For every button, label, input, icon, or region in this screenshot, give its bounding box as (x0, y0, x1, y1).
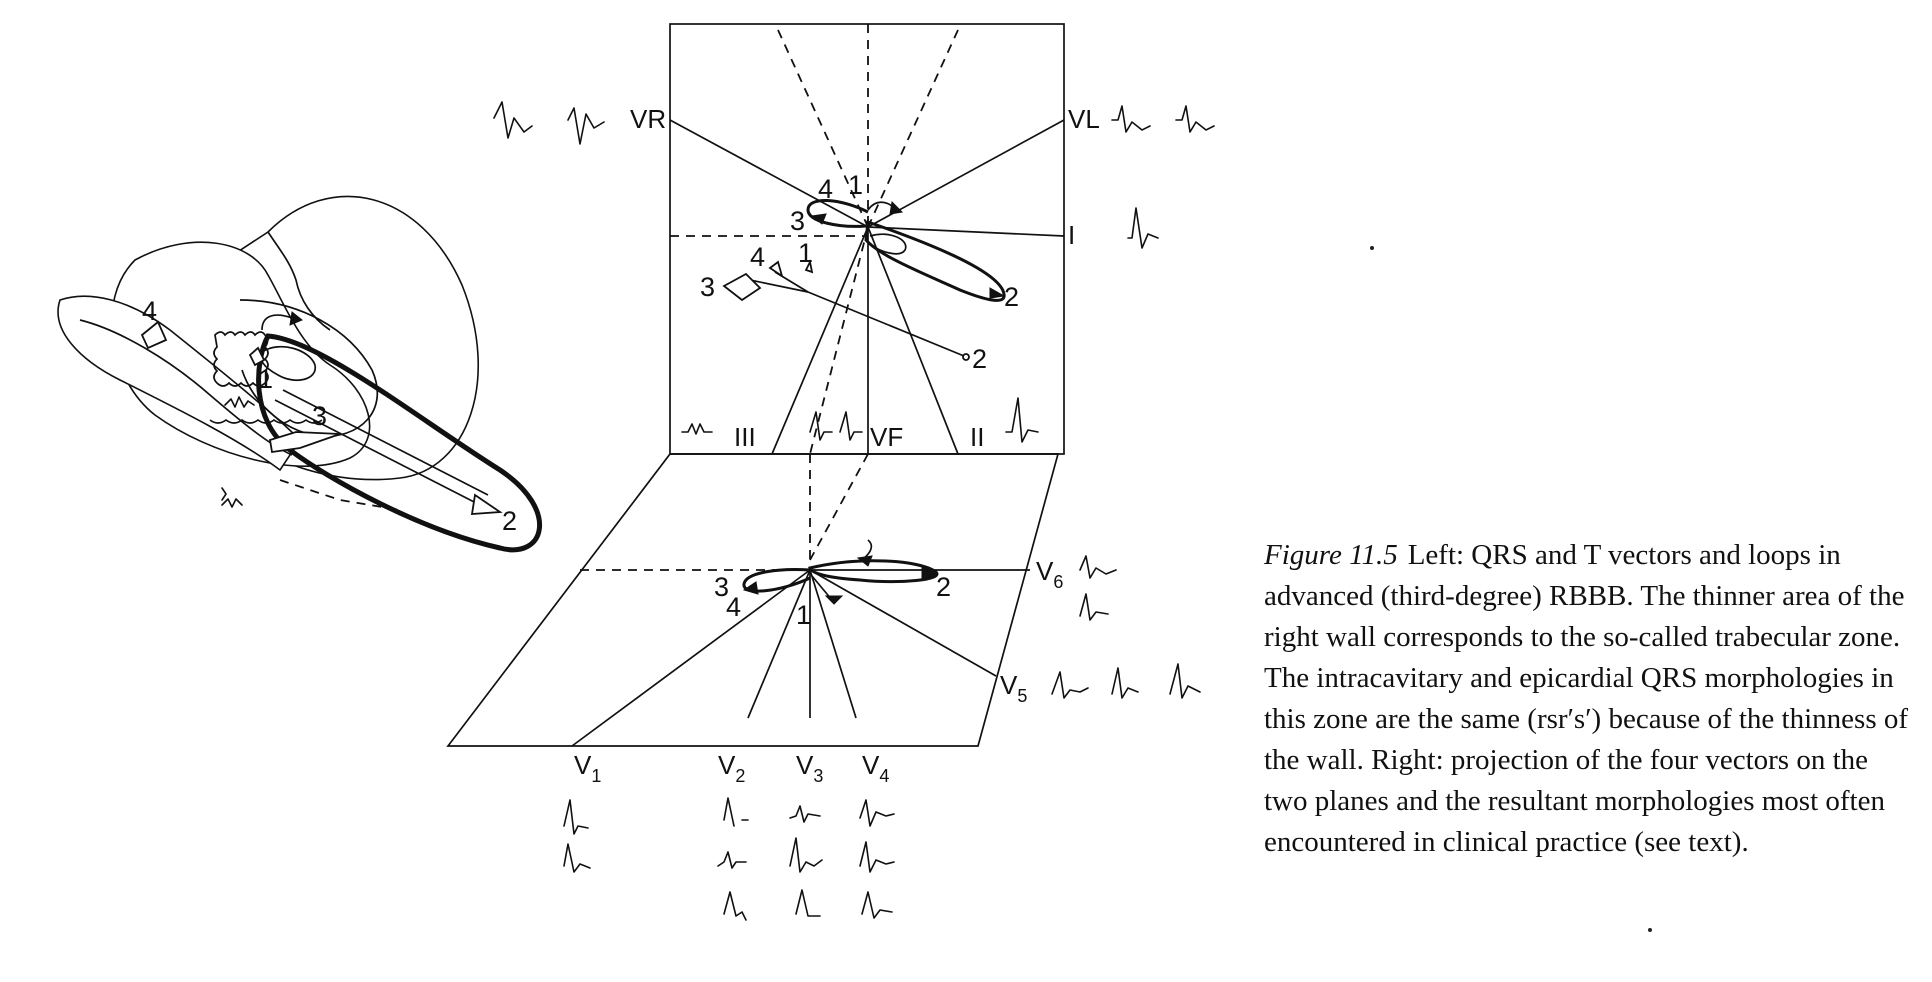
frontal-vector-label-3: 3 (700, 272, 715, 302)
lv-cavity (239, 299, 379, 438)
horizontal-plane-frame (446, 453, 1060, 747)
ecg-ii (1005, 397, 1039, 443)
frontal-label-3: 3 (790, 206, 805, 236)
lead-label-v2: V2 (718, 750, 745, 786)
figure-label: Figure 11.5 (1264, 539, 1398, 571)
lead-label-vf: VF (870, 422, 903, 452)
vector-1-arrow (248, 346, 266, 367)
intracavitary-wave (224, 396, 255, 408)
ecg-v4-a (859, 799, 895, 827)
lead-label-v5: V5 (1000, 670, 1027, 706)
ecg-v5-1 (1051, 671, 1089, 699)
scan-speck (1370, 246, 1374, 250)
ecg-v5-2 (1111, 667, 1139, 699)
ecg-vr-1 (493, 101, 533, 139)
horizontal-initial-loop (742, 568, 811, 593)
qrs-loop-dashed (279, 479, 401, 511)
frontal-vector-label-1: 1 (798, 238, 813, 268)
vector-2-shaft (274, 389, 489, 506)
horizontal-label-3: 3 (714, 572, 729, 602)
heart-schematic: 4 1 3 2 (57, 195, 542, 553)
ecg-v1-b (563, 843, 591, 873)
frontal-t-loop (869, 233, 907, 255)
ecg-v3-c (795, 889, 821, 917)
ecg-v6-2 (1079, 593, 1109, 621)
initial-curved-arrowhead (289, 311, 303, 326)
vector-label-3: 3 (312, 401, 327, 431)
frontal-vector-4 (768, 260, 784, 279)
frontal-qrs-loop (864, 219, 1006, 302)
caption-text: Left: QRS and T vectors and loops in adv… (1264, 539, 1909, 858)
lead-label-vl: VL (1068, 104, 1100, 134)
horizontal-plane: 3 4 1 2 V6 V5 V1 V2 V3 V4 (446, 453, 1201, 921)
ecg-v4-c (861, 891, 893, 919)
scan-speck (1648, 928, 1652, 932)
frontal-initial-loop (806, 198, 869, 228)
lead-label-v4: V4 (862, 750, 889, 786)
right-ventricle-outline (111, 241, 371, 467)
horizontal-qrs-loop (808, 559, 939, 584)
frontal-label-2: 2 (1004, 282, 1019, 312)
vector-3-arrow (268, 431, 341, 454)
ecg-vl-1 (1111, 105, 1151, 133)
ecg-v1-a (563, 799, 589, 835)
ecg-v5-3 (1169, 663, 1201, 699)
vector-label-1: 1 (258, 364, 273, 394)
ecg-v2-b (717, 851, 747, 869)
lead-label-v3: V3 (796, 750, 823, 786)
vector-2-head (470, 493, 503, 515)
ecg-v2-a (723, 797, 749, 827)
frontal-plane: 4 1 3 2 4 1 3 2 VR VL I III VF II (493, 23, 1215, 455)
vector-label-4: 4 (142, 296, 157, 326)
ecg-v6-1 (1079, 555, 1117, 579)
trabecular-zone (213, 331, 269, 387)
lead-label-vr: VR (630, 104, 666, 134)
ecg-v3-b (789, 837, 823, 873)
ecg-i (1127, 207, 1159, 249)
ecg-v3-a (789, 805, 821, 823)
ecg-iii (681, 423, 713, 435)
qrs-loop (256, 333, 542, 553)
frontal-label-4: 4 (818, 174, 833, 204)
horizontal-label-4: 4 (726, 592, 741, 622)
frontal-vector-label-4: 4 (750, 242, 765, 272)
ecg-vf-2 (839, 411, 863, 441)
vector-4-arrow (140, 320, 168, 350)
frontal-label-1: 1 (848, 170, 863, 200)
ecg-v4-b (859, 841, 895, 873)
lead-label-ii: II (970, 422, 984, 452)
ecg-vl-2 (1175, 105, 1215, 133)
lead-label-iii: III (734, 422, 756, 452)
vector-label-2: 2 (502, 506, 517, 536)
horizontal-label-1: 1 (796, 600, 811, 630)
ecg-v2-c (723, 891, 747, 921)
lead-label-v1: V1 (574, 750, 601, 786)
frontal-vector-label-2: 2 (972, 344, 987, 374)
initial-curved-arrow (261, 314, 293, 331)
lead-label-i: I (1068, 220, 1075, 250)
outflow-tract-inner (79, 319, 293, 456)
ecg-vr-2 (567, 107, 605, 145)
ecg-vf-1 (809, 411, 833, 441)
horizontal-label-2: 2 (936, 572, 951, 602)
lead-label-v6: V6 (1036, 556, 1063, 592)
initial-loop (260, 345, 316, 382)
epicardial-wave (221, 487, 243, 508)
frontal-vector-3 (722, 272, 762, 302)
